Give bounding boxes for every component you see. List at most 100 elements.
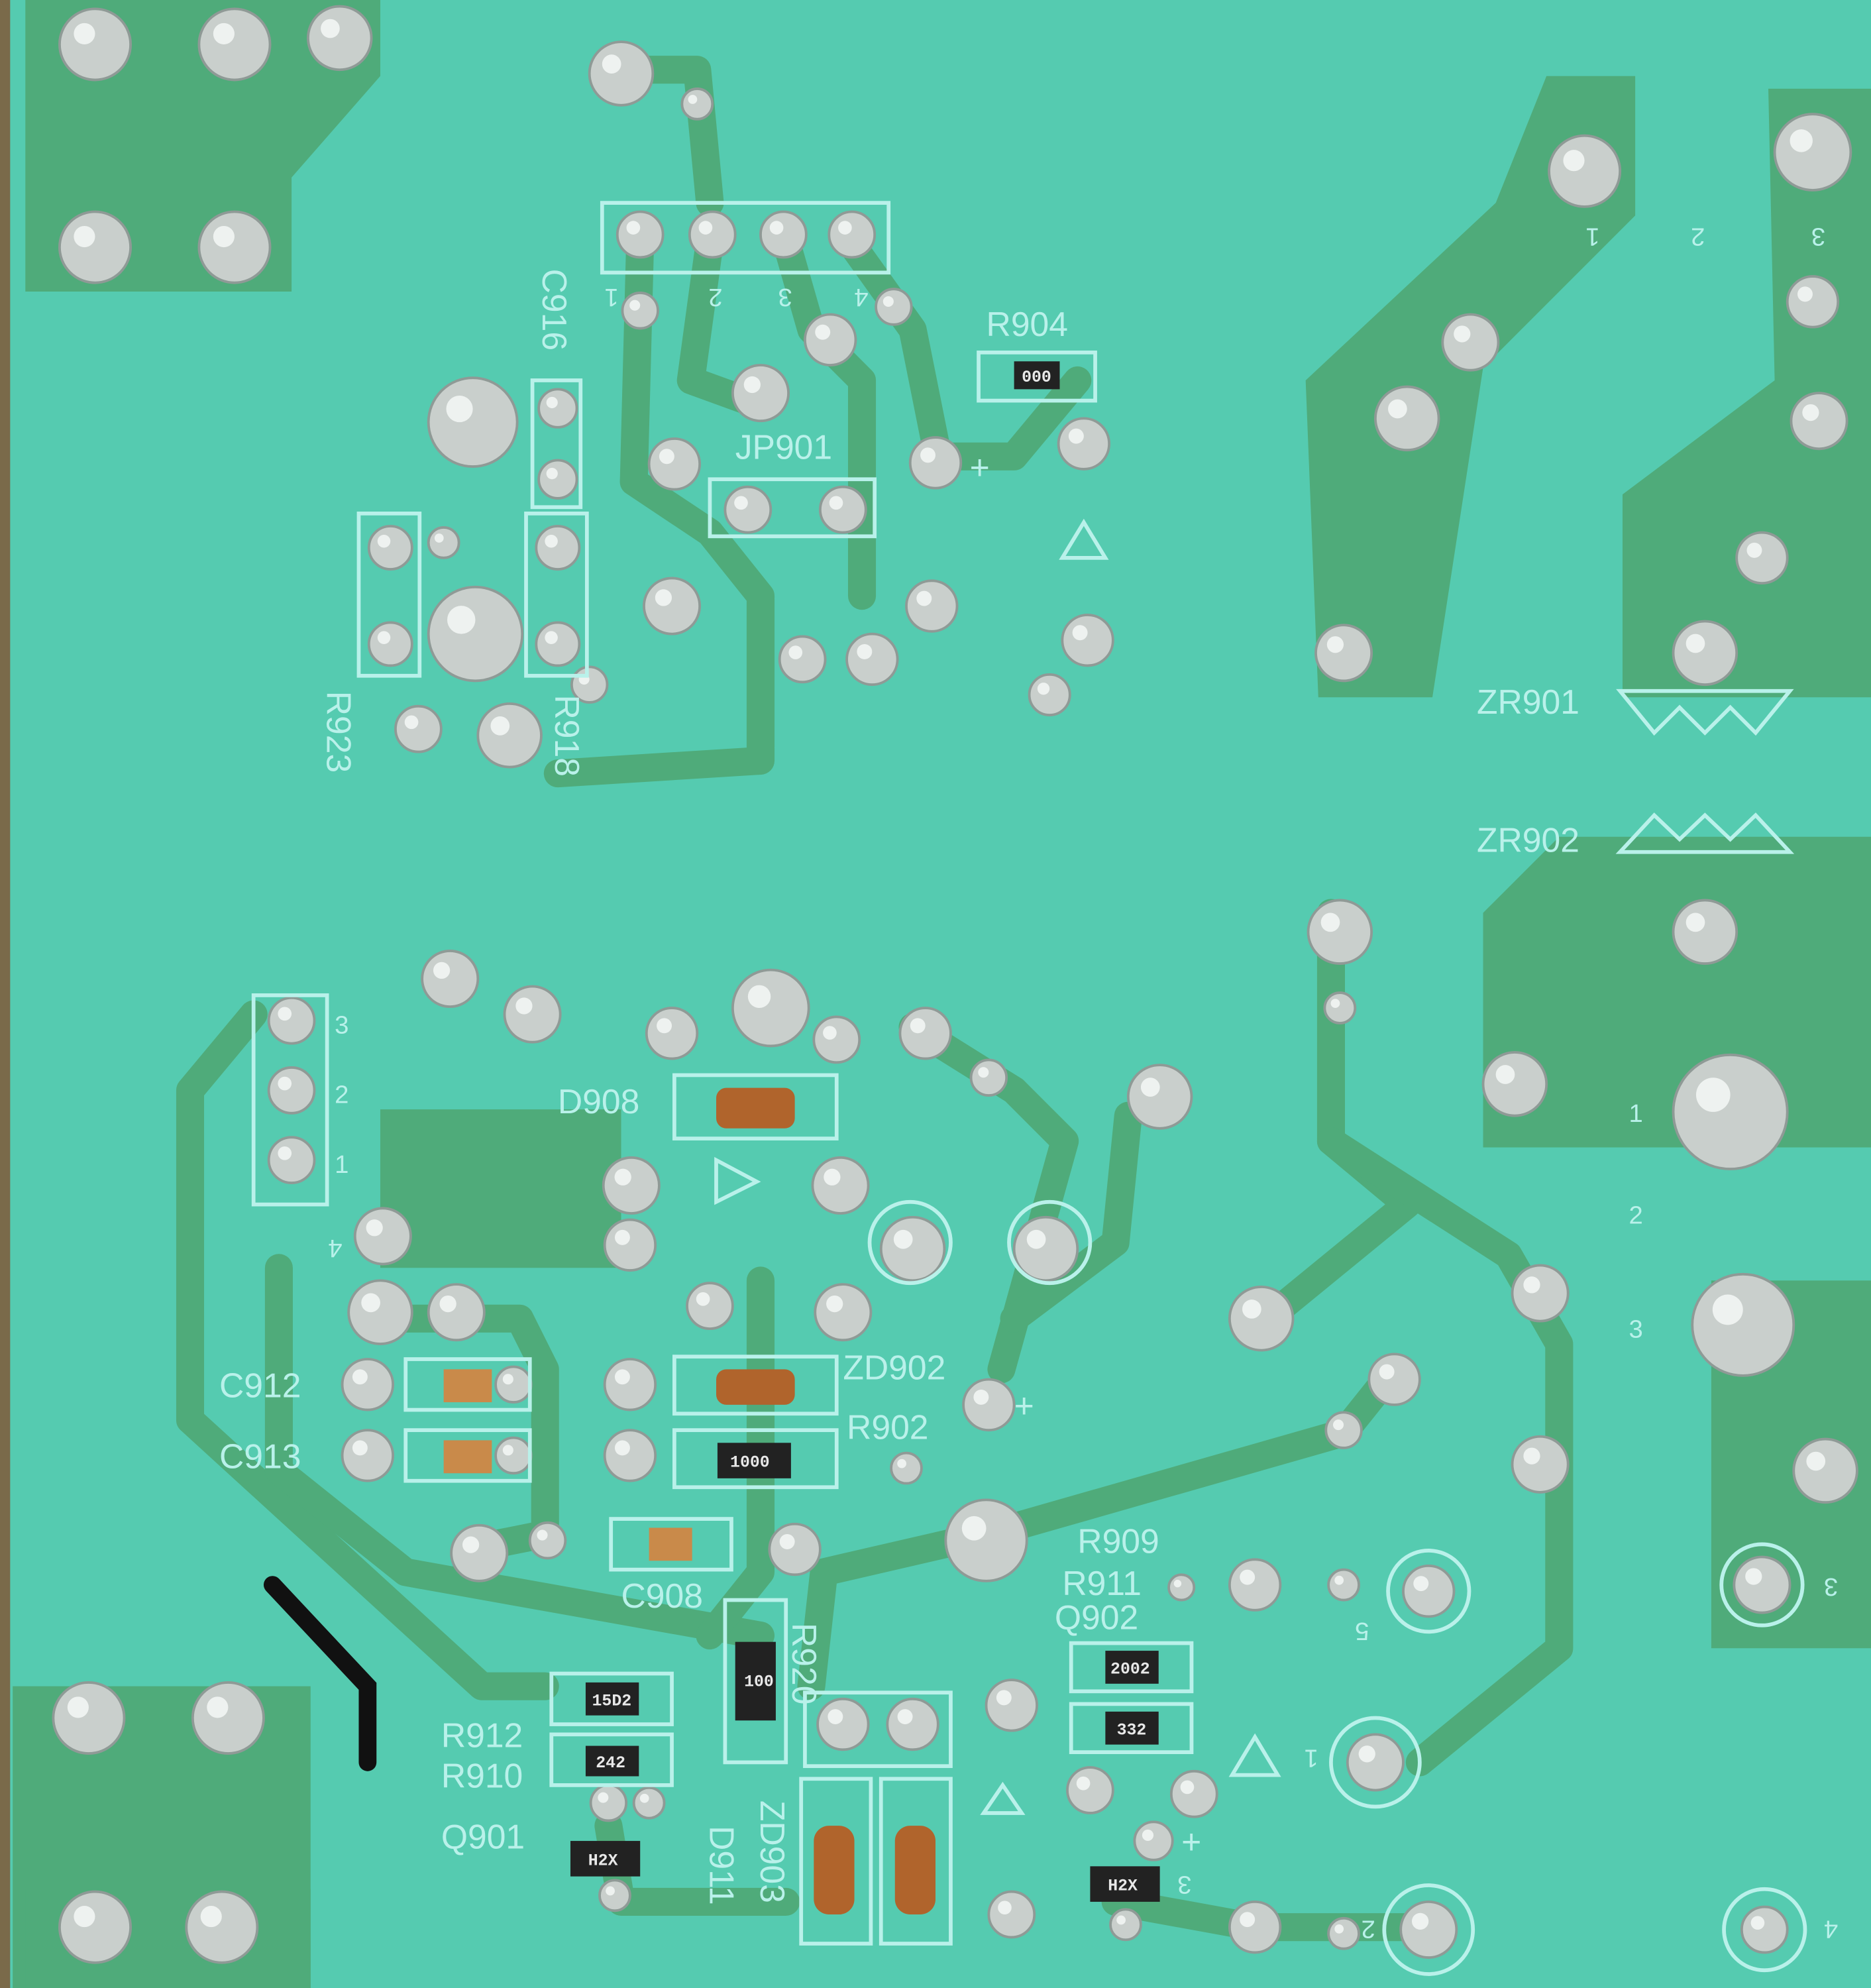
solder-highlight xyxy=(1333,1419,1344,1431)
solder-pad xyxy=(816,1697,870,1751)
solder-highlight xyxy=(1068,428,1084,444)
solder-highlight xyxy=(626,221,641,235)
label-c912: C912 xyxy=(219,1366,301,1404)
solder-pad xyxy=(1126,1064,1193,1130)
solder-highlight xyxy=(515,997,533,1015)
solder-pad xyxy=(731,968,810,1048)
solder-pad xyxy=(535,525,581,571)
label-r911: R911 xyxy=(1062,1564,1142,1602)
polarity-plus: + xyxy=(1014,1386,1034,1425)
solder-pad xyxy=(1228,1286,1295,1352)
label-zr901: ZR901 xyxy=(1477,683,1579,721)
label-zd902: ZD902 xyxy=(843,1349,945,1387)
solder-highlight xyxy=(882,296,894,307)
pin-number: 2 xyxy=(1362,1915,1375,1944)
solder-highlight xyxy=(1712,1294,1743,1325)
solder-pad xyxy=(537,388,578,429)
solder-pad xyxy=(1228,1558,1282,1612)
solder-highlight xyxy=(1072,625,1088,641)
solder-pad xyxy=(804,313,857,366)
solder-pad xyxy=(1167,1573,1196,1602)
solder-highlight xyxy=(779,1534,795,1550)
smd-code-r902: 1000 xyxy=(730,1454,770,1472)
solder-pad xyxy=(1169,1769,1218,1818)
solder-pad xyxy=(621,292,659,330)
pin-number: 3 xyxy=(778,283,792,311)
solder-highlight xyxy=(67,1696,89,1718)
solder-highlight xyxy=(916,590,932,606)
solder-highlight xyxy=(1334,1924,1344,1934)
pin-number: 1 xyxy=(1629,1099,1643,1128)
solder-pad xyxy=(1672,899,1738,965)
solder-pad xyxy=(1057,417,1111,470)
solder-pad xyxy=(394,704,443,753)
solder-pad xyxy=(1367,1353,1421,1406)
solder-highlight xyxy=(734,496,748,510)
solder-pad xyxy=(367,621,413,667)
solder-pad xyxy=(307,5,373,72)
solder-pad xyxy=(1672,620,1738,687)
solder-pad xyxy=(686,1282,734,1331)
solder-highlight xyxy=(1358,1745,1375,1763)
solder-pad xyxy=(1012,1215,1079,1282)
solder-pad xyxy=(589,1783,628,1822)
solder-highlight xyxy=(207,1696,229,1718)
pin-number: 2 xyxy=(1691,222,1705,250)
solder-highlight xyxy=(439,1295,456,1313)
solder-highlight xyxy=(655,589,672,606)
solder-pad xyxy=(197,7,272,82)
solder-highlight xyxy=(769,221,784,235)
solder-highlight xyxy=(1745,1568,1762,1585)
solder-pad xyxy=(537,459,578,500)
solder-pad xyxy=(588,40,655,107)
solder-pad xyxy=(768,1522,822,1576)
solder-highlight xyxy=(1685,912,1705,932)
solder-highlight xyxy=(838,221,852,235)
solder-pad xyxy=(367,525,413,571)
solder-highlight xyxy=(213,23,235,44)
solder-highlight xyxy=(1388,399,1407,419)
solder-highlight xyxy=(1320,912,1340,932)
solder-highlight xyxy=(1523,1447,1540,1464)
solder-highlight xyxy=(910,1018,926,1034)
label-q901: Q901 xyxy=(441,1818,525,1856)
pin-number: 1 xyxy=(1305,1743,1318,1772)
solder-highlight xyxy=(377,631,391,644)
solder-pad xyxy=(688,210,737,259)
label-r923: R923 xyxy=(320,691,358,773)
smd-code-lower: 332 xyxy=(1117,1721,1147,1740)
solder-pad xyxy=(353,1207,412,1266)
solder-highlight xyxy=(973,1389,989,1405)
pin-number: 3 xyxy=(1177,1871,1191,1899)
solder-highlight xyxy=(1750,1916,1765,1930)
solder-pad xyxy=(1441,313,1500,372)
label-r912: R912 xyxy=(441,1716,523,1754)
solder-highlight xyxy=(545,535,558,548)
solder-pad xyxy=(1133,1820,1174,1861)
solder-pad xyxy=(1324,1411,1363,1449)
solder-highlight xyxy=(688,95,698,104)
solder-pad xyxy=(341,1358,395,1411)
solder-pad xyxy=(1314,624,1373,683)
solder-highlight xyxy=(447,606,476,634)
solder-pad xyxy=(905,579,959,633)
solder-pad xyxy=(1327,1916,1360,1950)
solder-highlight xyxy=(602,54,621,74)
pin-number: 3 xyxy=(1629,1315,1643,1343)
solder-highlight xyxy=(446,395,473,423)
pin-number: 2 xyxy=(335,1081,348,1109)
solder-pad xyxy=(1511,1264,1570,1323)
solder-pad xyxy=(647,437,702,491)
solder-highlight xyxy=(1242,1299,1261,1319)
solder-pad xyxy=(814,1283,873,1342)
solder-highlight xyxy=(502,1374,513,1385)
solder-highlight xyxy=(361,1293,380,1313)
solder-pad xyxy=(962,1378,1016,1432)
label-c916: C916 xyxy=(535,269,574,351)
solder-highlight xyxy=(606,1886,615,1896)
solder-pad xyxy=(969,1058,1008,1097)
pin-number: 4 xyxy=(1824,1915,1838,1944)
solder-pad xyxy=(1511,1435,1570,1494)
label-c908: C908 xyxy=(621,1576,703,1615)
solder-pad xyxy=(58,210,132,284)
